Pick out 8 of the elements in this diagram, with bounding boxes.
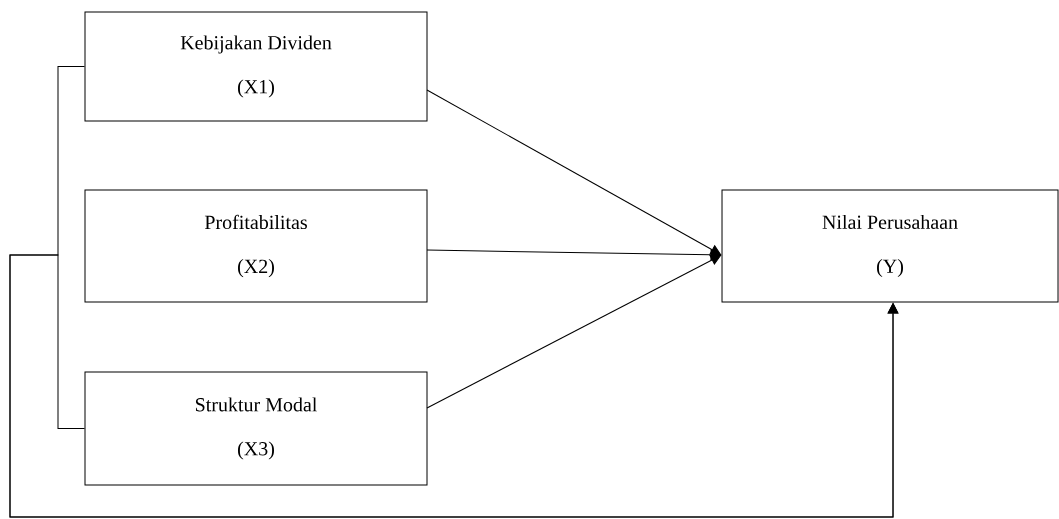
- arrow: [426, 255, 721, 409]
- variable-box: Kebijakan Dividen (X1): [84, 11, 428, 122]
- arrow: [426, 89, 722, 255]
- variable-box: Profitabilitas (X2): [84, 189, 428, 303]
- variable-box: Struktur Modal (X3): [84, 371, 428, 486]
- arrow: [9, 254, 899, 518]
- arrow: [426, 249, 721, 261]
- variable-box: Nilai Perusahaan (Y): [721, 189, 1059, 303]
